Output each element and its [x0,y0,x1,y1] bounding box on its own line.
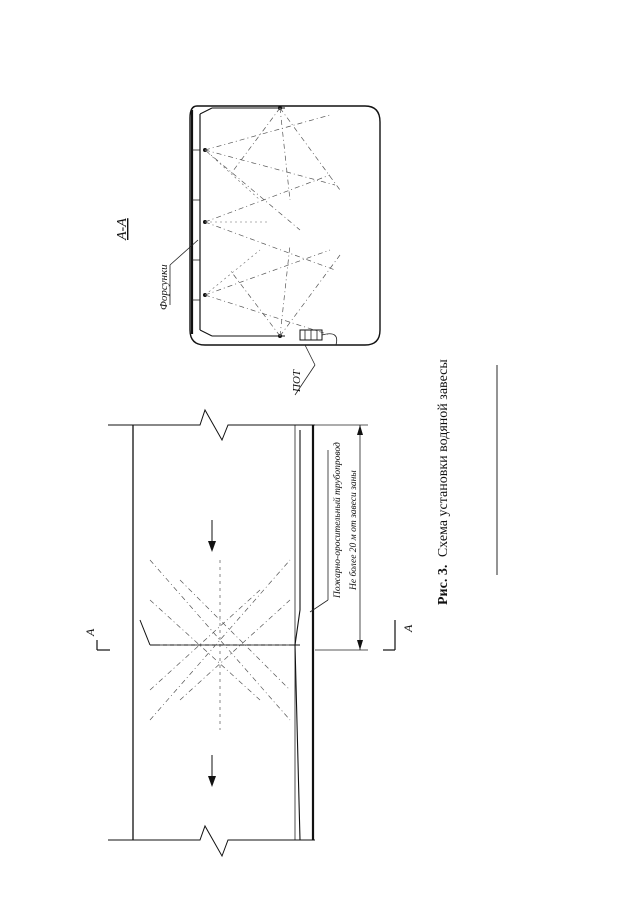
section-marker-left [96,640,110,651]
pot-label: ПОТ [291,369,303,393]
svg-text:Рис. 3. Схема установки: Рис. 3. Схема установки водяной завесы [436,359,451,605]
pipeline-leader [309,599,329,613]
plan-view: А А [83,408,415,858]
figure-caption: Рис. 3. Схема установки водяной завесы [436,359,451,605]
pipe-bottom-bend [199,329,213,337]
nozzles-leader [169,239,199,266]
spray-dots [204,149,270,296]
section-marker-right-label: А [401,624,415,633]
pot-valve-icon [299,329,338,346]
pot-leader [304,344,316,366]
nozzles [203,106,282,338]
fire-pipeline [294,430,301,841]
section-label: А-А [115,218,130,241]
distance-dimension [315,424,368,651]
pipe-brackets [192,149,200,301]
caption-prefix: Рис. 3. [436,565,451,605]
branch-bend [139,619,151,646]
nozzles-label: Форсунки [158,264,170,310]
pot-leader-shelf [294,364,316,396]
distance-label: Не более 20 м от завеси заны [348,470,359,591]
spray-patterns [204,107,341,337]
section-marker-right [383,620,396,651]
break-line-top [108,408,315,442]
tunnel-outline [189,105,381,346]
flow-arrows [208,520,216,787]
break-line-bottom [108,824,315,858]
section-marker-left-label: А [83,628,97,637]
cross-section-a-a [169,105,381,396]
plan-spray [149,559,291,730]
pipe-top-bend [199,107,213,115]
pipeline-label: Пожарно-оросительный трубопровод [332,442,343,599]
caption-text: Схема установки водяной завесы [436,359,451,558]
